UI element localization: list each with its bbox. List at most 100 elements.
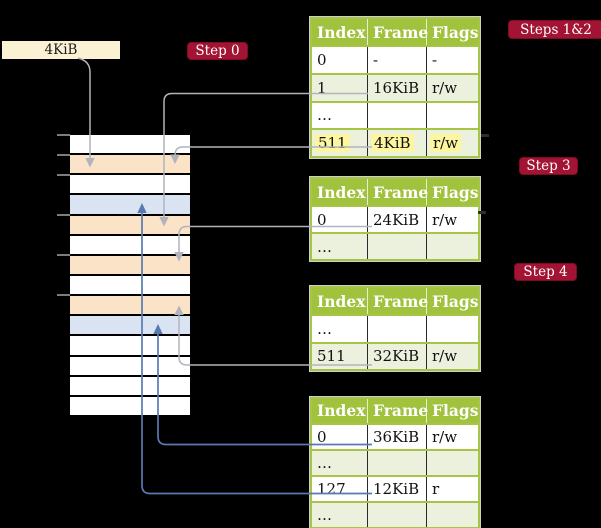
- cell-text: r/w: [432, 210, 458, 229]
- table-cell: …: [312, 103, 367, 129]
- memory-frame-row-white: [70, 354, 190, 375]
- table-cell: [367, 234, 426, 259]
- table-cell: r/w: [426, 130, 478, 156]
- table-row: …: [312, 232, 478, 259]
- cell-text: r/w: [432, 347, 458, 366]
- cell-text: 36KiB: [373, 427, 420, 446]
- table-row: 1 16KiB r/w: [312, 72, 478, 101]
- cell-text: …: [317, 106, 332, 125]
- table-row: …: [312, 500, 478, 527]
- memory-frame-row-blue: [70, 193, 190, 214]
- badge-steps-1-2: Steps 1&2: [508, 20, 601, 39]
- memory-frame-row-white: [70, 135, 190, 154]
- column-header-index: Index: [317, 401, 366, 421]
- table-cell: 16KiB: [367, 74, 426, 101]
- cell-text: …: [317, 505, 332, 524]
- cell-text: r/w: [432, 427, 458, 446]
- table-row: 0 36KiB r/w: [312, 422, 478, 449]
- cell-text: …: [317, 453, 332, 472]
- table-cell: r/w: [426, 343, 478, 369]
- cell-text: 16KiB: [373, 78, 420, 97]
- table-cell: …: [312, 451, 367, 475]
- cell-text: 1: [317, 78, 327, 97]
- table-cell: 32KiB: [367, 343, 426, 369]
- connector-stub: [481, 134, 489, 137]
- column-header-flags: Flags: [426, 288, 479, 314]
- table-cell: [367, 102, 426, 129]
- cell-text: …: [317, 237, 332, 256]
- table-row: …: [312, 448, 478, 475]
- column-header-flags: Flags: [426, 19, 479, 45]
- column-header-index: Index: [317, 182, 366, 202]
- column-header-index: Index: [317, 22, 366, 42]
- cell-text: 32KiB: [373, 347, 420, 366]
- table-cell: 0: [312, 425, 367, 449]
- table-cell: 36KiB: [367, 424, 426, 449]
- tick-mark: [57, 254, 70, 256]
- highlighted-cell-text: r/w: [430, 134, 462, 153]
- cell-text: 0: [317, 50, 327, 69]
- table-cell: r/w: [426, 74, 478, 101]
- table-cell: 511: [312, 130, 367, 156]
- table-cell: …: [312, 316, 367, 342]
- table-cell: -: [367, 47, 426, 73]
- physical-memory-stack: [70, 135, 190, 415]
- column-header-flags: Flags: [426, 399, 479, 423]
- cell-text: r: [432, 479, 440, 498]
- table-row: 511 32KiB r/w: [312, 341, 478, 370]
- memory-frame-row-orange: [70, 153, 190, 174]
- table-row: …: [312, 100, 478, 129]
- table-cell: 12KiB: [367, 476, 426, 501]
- table-row: 127 12KiB r: [312, 474, 478, 501]
- table-cell: -: [426, 47, 478, 73]
- column-header-flags: Flags: [426, 179, 479, 205]
- memory-frame-row-white: [70, 334, 190, 355]
- tick-mark: [57, 174, 70, 176]
- memory-frame-row-white: [70, 233, 190, 254]
- table-cell: [367, 450, 426, 475]
- memory-frame-row-blue: [70, 314, 190, 335]
- badge-step-3: Step 3: [519, 157, 578, 175]
- column-header-frame: Frame: [367, 179, 428, 205]
- tick-mark: [57, 134, 70, 136]
- table-cell: [367, 316, 426, 342]
- badge-step-4: Step 4: [514, 263, 577, 281]
- cell-text: …: [317, 319, 332, 338]
- table-row: …: [312, 314, 478, 342]
- cell-text: -: [373, 50, 379, 69]
- cell-text: 127: [317, 479, 346, 498]
- memory-frame-row-orange: [70, 213, 190, 234]
- table-cell: …: [312, 234, 367, 259]
- table-cell: [426, 450, 478, 475]
- table-cell: 24KiB: [367, 207, 426, 232]
- table-cell: r/w: [426, 207, 478, 232]
- connector-stub: [478, 211, 486, 214]
- memory-frame-row-white: [70, 374, 190, 395]
- highlighted-cell-text: 511: [315, 134, 350, 153]
- memory-frame-row-orange: [70, 253, 190, 274]
- table-cell: 511: [312, 344, 367, 370]
- memory-frame-row-white: [70, 394, 190, 415]
- table-row: 511 4KiB r/w: [312, 128, 478, 156]
- cell-text: 12KiB: [373, 479, 420, 498]
- table-cell: r/w: [426, 424, 478, 449]
- table-cell: 0: [312, 47, 367, 73]
- column-header-frame: Frame: [367, 19, 428, 45]
- page-size-label: 4KiB: [2, 41, 120, 59]
- table-cell: 1: [312, 75, 367, 101]
- badge-step-0: Step 0: [187, 42, 248, 60]
- highlighted-cell-text: 4KiB: [371, 134, 414, 153]
- cell-text: 511: [317, 347, 346, 366]
- tick-mark: [57, 294, 70, 296]
- cell-text: -: [432, 50, 438, 69]
- table-cell: …: [312, 503, 367, 527]
- column-header-frame: Frame: [367, 399, 428, 423]
